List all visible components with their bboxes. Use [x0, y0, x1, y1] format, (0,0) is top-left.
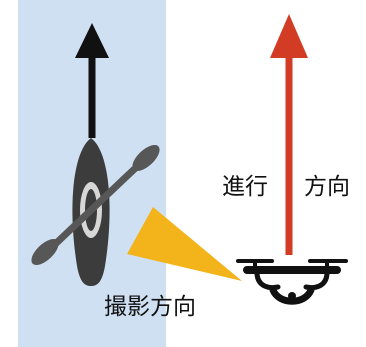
camera-cone-icon — [127, 207, 242, 281]
paddle-icon — [31, 145, 160, 265]
travel-direction-label-left: 進行 — [222, 174, 268, 200]
travel-direction-label-right: 方向 — [304, 174, 350, 200]
drone-direction-arrow — [270, 14, 308, 255]
boat-direction-arrow — [75, 23, 109, 138]
shooting-direction-label: 撮影方向 — [104, 294, 196, 320]
drone-icon — [236, 259, 348, 305]
